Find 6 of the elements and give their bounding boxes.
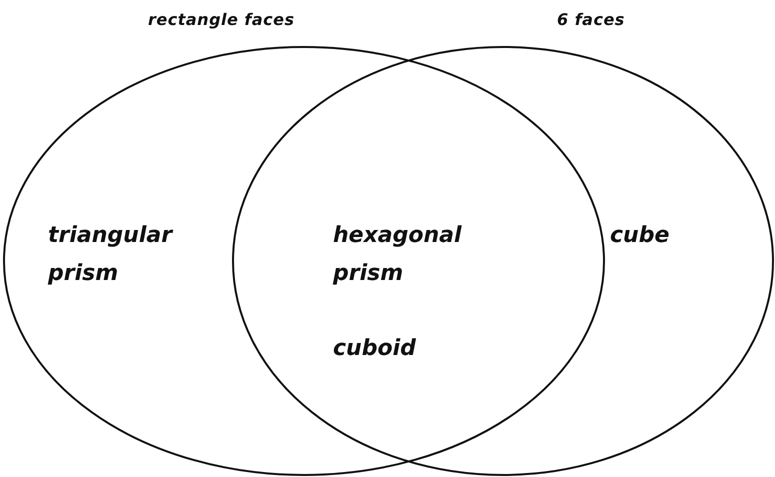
set-heading: 6 faces: [557, 10, 625, 29]
set-member-label: triangular prism: [48, 222, 174, 288]
set-member-label: cube: [610, 222, 670, 250]
set-heading: rectangle faces: [148, 10, 295, 29]
set-member-label: hexagonal prism: [333, 222, 463, 288]
set-member-label: cuboid: [333, 335, 417, 363]
